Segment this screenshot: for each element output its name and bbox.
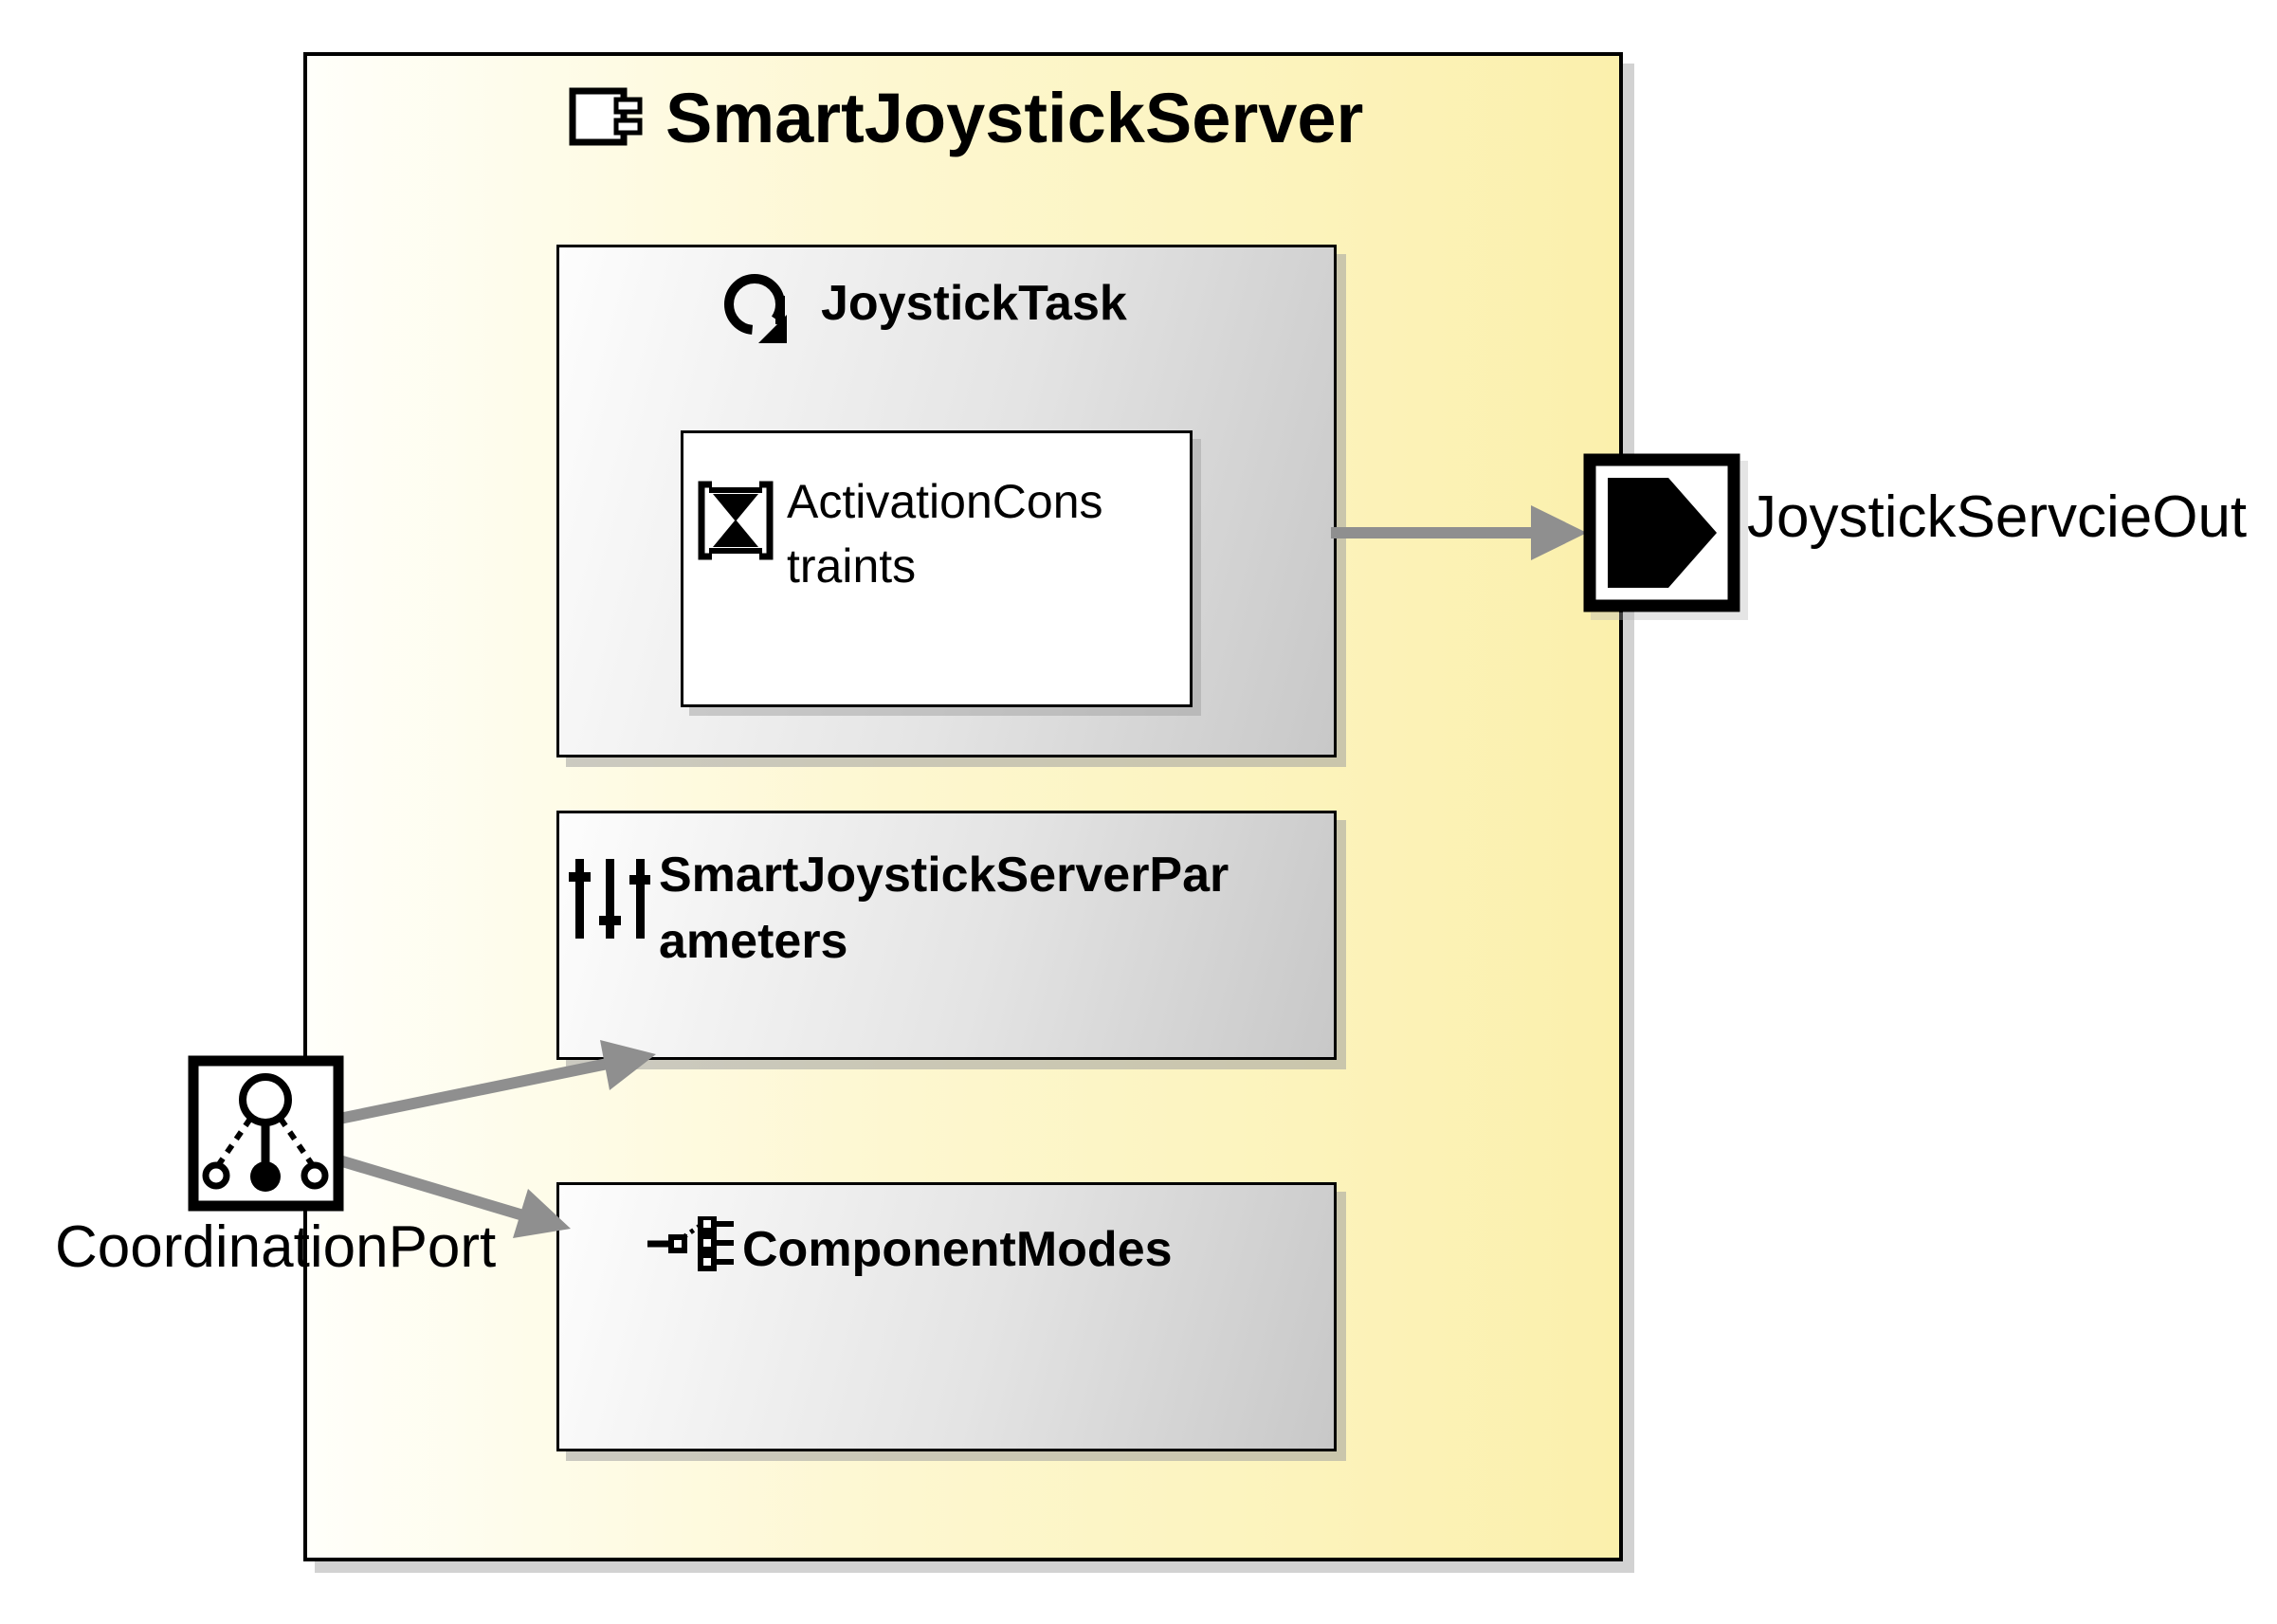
label-line-2: ameters xyxy=(659,914,848,969)
coordination-port-icon[interactable] xyxy=(188,1055,344,1212)
label-line-2: traints xyxy=(787,539,917,593)
service-out-port-label: JoystickServcieOut xyxy=(1747,484,2248,550)
node-parameters-label: SmartJoystickServerPar ameters xyxy=(659,842,1229,975)
provided-service-port-icon[interactable] xyxy=(1583,453,1740,612)
node-activation-constraints-label: ActivationCons traints xyxy=(787,469,1103,598)
node-component-modes[interactable] xyxy=(556,1182,1337,1451)
sliders-icon xyxy=(569,859,650,939)
label-line-1: SmartJoystickServerPar xyxy=(659,848,1230,903)
loop-arrow-icon xyxy=(724,274,787,343)
coordination-port-label: CoordinationPort xyxy=(55,1214,497,1280)
node-parameters[interactable] xyxy=(556,811,1337,1060)
page-title: SmartJoystickServer xyxy=(665,79,1364,157)
node-joystick-task-label: JoystickTask xyxy=(821,276,1127,331)
node-component-modes-label: ComponentModes xyxy=(742,1222,1173,1277)
label-line-1: ActivationCons xyxy=(787,475,1103,528)
uml-component-icon xyxy=(569,87,643,146)
modes-tree-icon xyxy=(647,1216,734,1271)
hourglass-icon xyxy=(698,481,774,560)
node-activation-constraints[interactable] xyxy=(681,430,1193,707)
